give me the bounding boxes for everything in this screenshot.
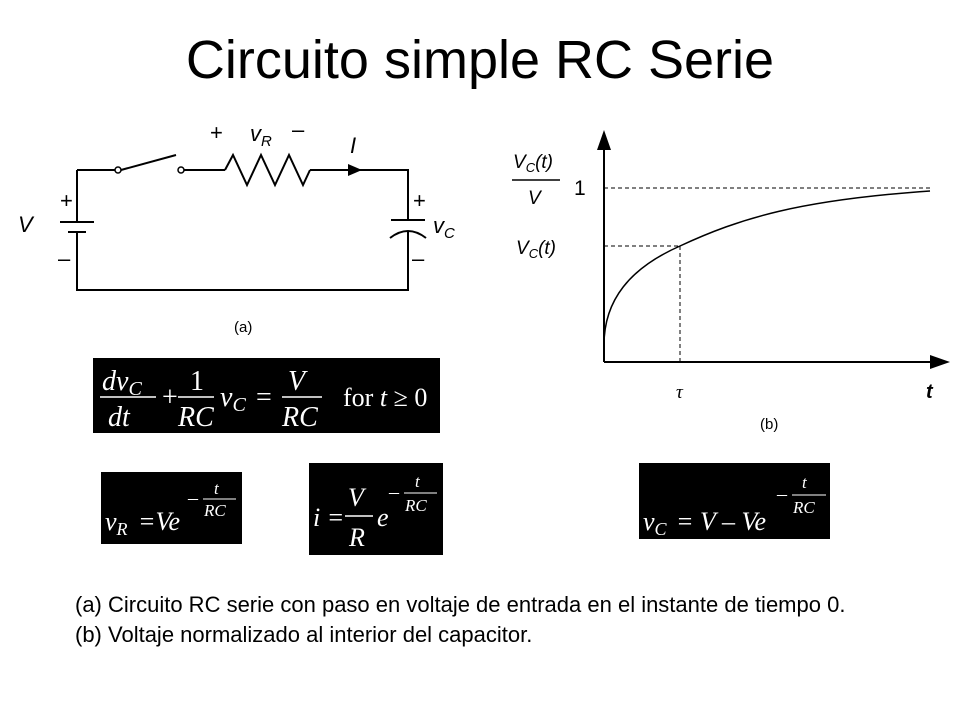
vc-exp-num: t [802,473,808,492]
i-frac-num: V [348,483,367,512]
switch-blade [120,154,177,171]
vr-exp-den: RC [203,501,226,520]
tau-label: τ [676,382,684,403]
vc-equation-box [639,463,830,539]
caption-line-b: (b) Voltaje normalizado al interior del … [75,622,533,647]
ode-dv: dvC [102,366,142,400]
y-mark-label: VC(t) [516,238,556,261]
ode-equals: = [256,382,272,413]
i-e: e [377,503,389,532]
vc-lhs: vC [643,507,668,539]
vr-equation-box [101,472,242,544]
switch-contact-right [177,166,185,174]
capacitor-voltage-label: vC [433,213,455,242]
i-exp-den: RC [404,496,427,515]
ode-plus: + [162,382,178,413]
vc-exp-den: RC [792,498,815,517]
ode-equation: dvC dt + 1 RC vC = V RC for t ≥ 0 [93,358,440,433]
wire-top-right [310,169,409,220]
vc-equation: vC = V – Ve – t RC [639,463,830,539]
charging-curve [603,190,931,346]
charge-graph [597,130,950,369]
ode-rc: RC [177,402,214,433]
circuit-diagram [60,152,427,291]
x-axis-arrow-icon [930,355,950,369]
current-label: I [350,133,356,158]
resistor-voltage-label: vR [250,121,272,150]
vc-rhs: = V – Ve [676,507,766,536]
capacitor-plus: + [413,188,426,213]
source-minus: – [58,246,71,271]
switch-contact-left [114,166,122,174]
caption-line-a: (a) Circuito RC serie con paso en voltaj… [75,592,846,617]
page-title: Circuito simple RC Serie [185,30,775,90]
capacitor-minus: – [412,246,425,271]
x-axis-label: t [926,381,934,403]
panel-b-label: (b) [760,416,778,433]
y-axis-numerator: VC(t) [513,152,553,175]
ode-equation-box [93,358,440,433]
vr-rhs: =Ve [138,507,180,536]
resistor-zigzag [224,152,311,188]
capacitor-curved-plate [389,230,427,239]
current-arrow-icon [348,164,362,176]
i-exp-num: t [415,472,421,491]
i-equation-box [309,463,443,555]
ode-v: V [288,366,308,397]
ode-dt: dt [108,402,131,433]
source-label: V [18,212,35,237]
resistor-minus: – [292,117,305,142]
ode-vc: vC [220,382,246,416]
ode-rc-2: RC [281,402,318,433]
vr-exp-minus: – [187,487,199,509]
vc-exp-minus: – [776,483,788,505]
resistor-plus: + [210,120,223,145]
i-equation: i = V R e – t RC [309,463,443,555]
vr-equation: vR =Ve – t RC [101,472,242,544]
vr-lhs: vR [105,507,128,539]
figure-caption: (a) Circuito RC serie con paso en voltaj… [75,590,915,650]
ode-condition: for t ≥ 0 [343,383,427,412]
vr-exp-num: t [214,479,220,498]
source-plus: + [60,188,73,213]
i-lhs: i = [313,503,344,532]
i-exp-minus: – [388,481,400,503]
wire-right-lower [76,232,409,291]
panel-a-label: (a) [234,319,252,336]
y-axis-arrow-icon [597,130,611,150]
i-frac-den: R [348,523,365,552]
y-axis-denominator: V [528,188,543,209]
ode-one: 1 [190,366,204,397]
y-tick-one: 1 [574,177,586,200]
